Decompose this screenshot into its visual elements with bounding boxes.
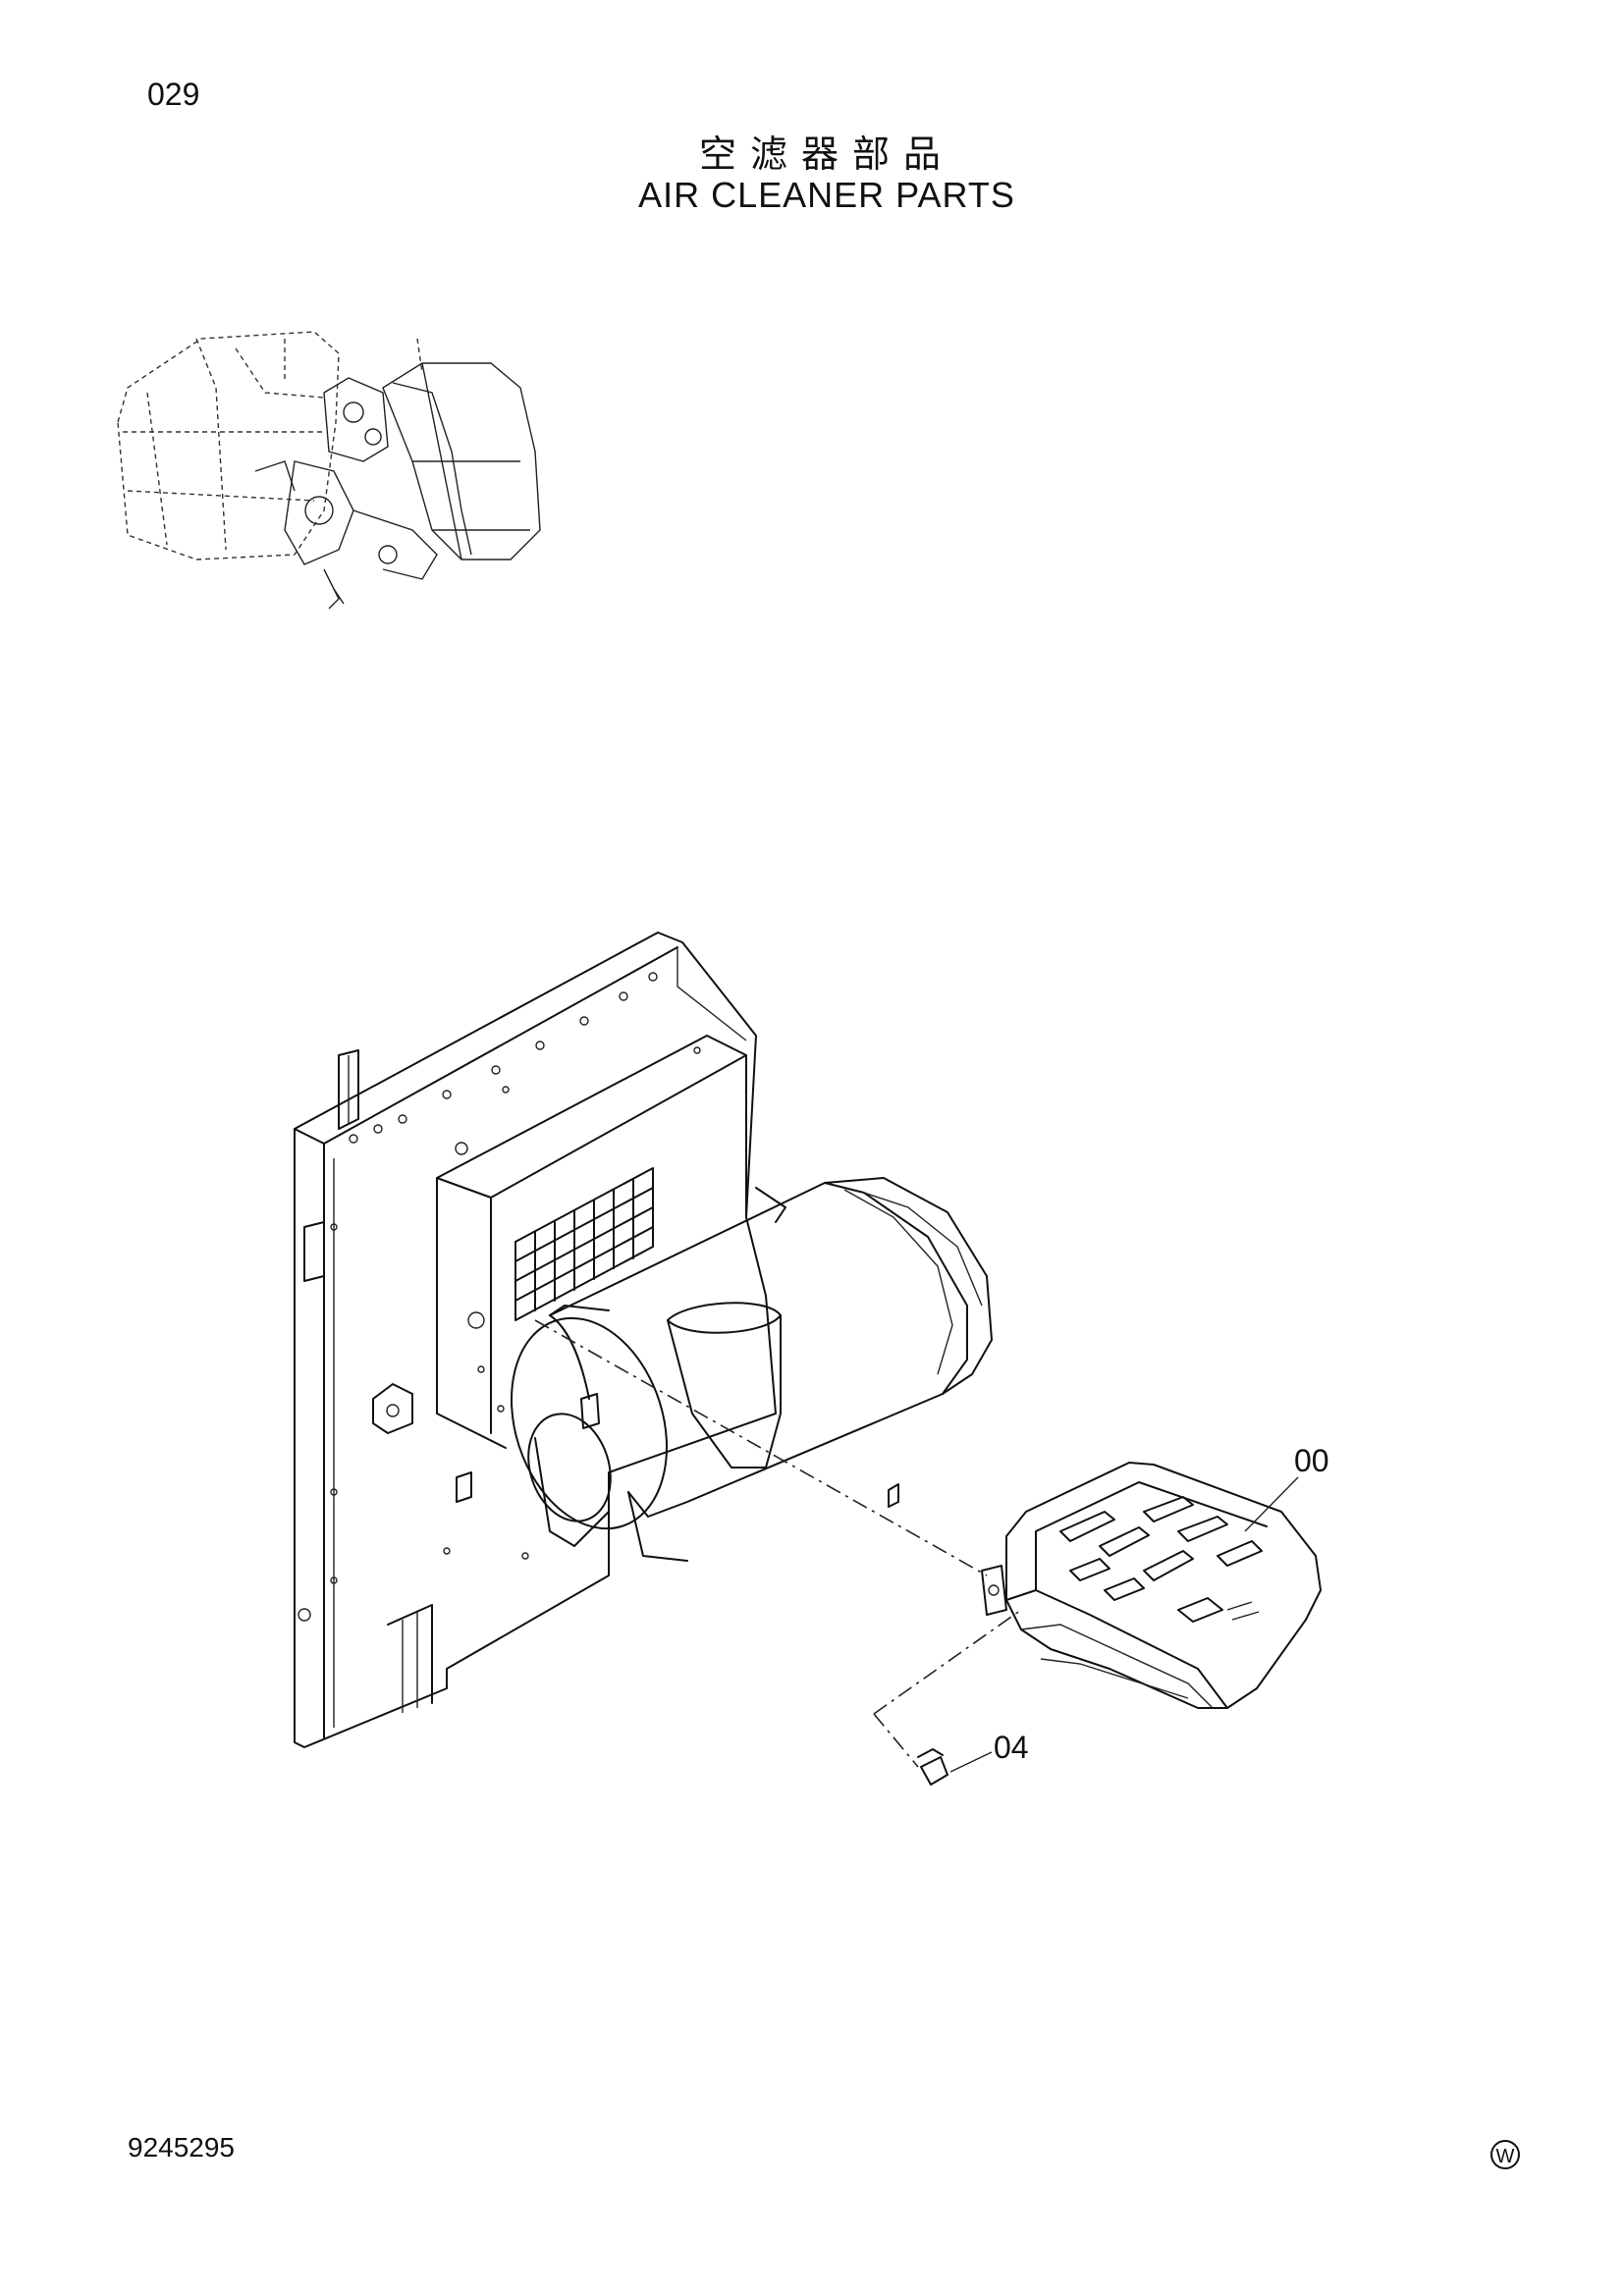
callout-04: 04	[994, 1730, 1029, 1765]
title-english: AIR CLEANER PARTS	[638, 175, 1015, 215]
leader-00	[1245, 1477, 1298, 1531]
air-cleaner-assembly	[295, 933, 992, 1747]
document-number: 9245295	[128, 2132, 236, 2163]
bolt-part-04	[874, 1610, 1021, 1785]
title-chinese: 空滤器部品	[698, 133, 954, 176]
leader-04	[950, 1752, 992, 1772]
w-mark-icon: W	[1490, 2140, 1520, 2169]
callout-00: 00	[1294, 1443, 1329, 1478]
cover-part-00	[982, 1463, 1321, 1708]
page-number: 029	[147, 77, 200, 112]
overview-sketch	[118, 332, 540, 609]
